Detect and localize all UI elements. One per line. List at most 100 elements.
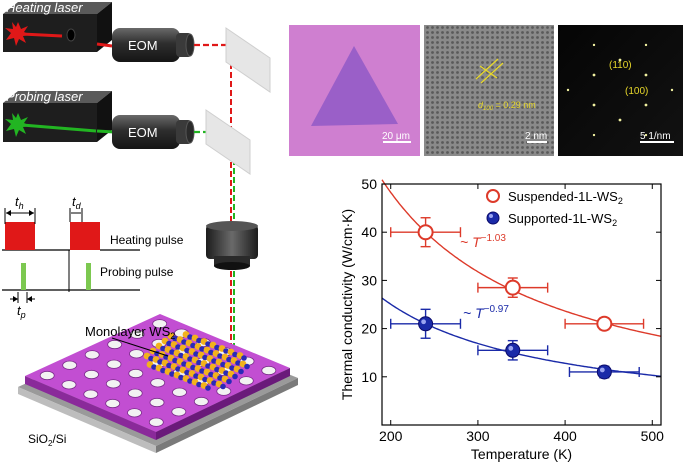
tungsten-atom: [232, 351, 238, 358]
substrate-label: SiO2/Si: [28, 432, 66, 448]
tungsten-atom: [193, 373, 199, 379]
probing-laser: Probing laser: [3, 89, 115, 142]
substrate-hole: [105, 398, 121, 409]
tungsten-atom: [202, 376, 208, 383]
tungsten-atom: [190, 342, 196, 349]
diffraction-spot: [644, 73, 648, 77]
y-tick-label: 20: [361, 321, 377, 337]
substrate-hole: [128, 368, 144, 379]
probing-laser-label: Probing laser: [6, 89, 83, 104]
tungsten-atom: [187, 334, 193, 340]
data-point: [417, 224, 434, 241]
tungsten-atom: [169, 349, 175, 355]
tungsten-atom: [160, 345, 166, 352]
tungsten-atom: [160, 367, 166, 374]
y-tick-label: 50: [361, 176, 377, 192]
hrtem-scale-label: 2 nm: [525, 131, 547, 142]
td-label: td: [72, 194, 82, 211]
heating-pulse-label: Heating pulse: [110, 233, 184, 247]
data-point: [596, 364, 612, 380]
substrate-hole: [127, 408, 142, 418]
tungsten-atom: [241, 355, 247, 361]
tungsten-atom: [196, 359, 202, 366]
legend-marker: [486, 189, 500, 203]
tungsten-atom: [196, 381, 202, 388]
tungsten-atom: [211, 380, 217, 386]
substrate-hole: [193, 396, 209, 407]
y-tick-label: 10: [361, 369, 377, 385]
tungsten-atom: [157, 359, 163, 365]
monolayer-label: Monolayer WS2: [85, 324, 175, 341]
data-point-highlight: [508, 345, 514, 351]
probing-pulse-label: Probing pulse: [100, 265, 174, 279]
tungsten-atom: [187, 378, 193, 384]
data-point: [504, 279, 521, 296]
tungsten-atom: [178, 374, 184, 381]
probing-burst-icon: [5, 113, 31, 137]
data-point: [505, 342, 521, 358]
tungsten-atom: [199, 368, 205, 374]
tungsten-atom: [235, 360, 241, 366]
eom-bottom-label: EOM: [128, 125, 158, 140]
tungsten-atom: [229, 365, 235, 371]
substrate-hole: [129, 329, 145, 339]
substrate-hole: [150, 378, 166, 388]
tungsten-atom: [220, 383, 226, 390]
tungsten-atom: [217, 375, 223, 381]
tungsten-atom: [220, 361, 226, 368]
tungsten-atom: [148, 355, 154, 362]
probing-pulse-2: [86, 263, 91, 290]
tungsten-atom: [181, 361, 187, 367]
tungsten-atom: [232, 373, 238, 380]
saed-pattern: (110) (100) 5 1/nm: [558, 25, 683, 156]
x-tick-label: 300: [466, 428, 490, 444]
mirror-bottom: [205, 109, 251, 175]
substrate-hole: [129, 349, 144, 359]
y-tick-label: 40: [361, 224, 377, 240]
tungsten-atom: [202, 354, 208, 361]
tungsten-atom: [193, 351, 199, 357]
x-tick-label: 500: [641, 428, 665, 444]
tungsten-atom: [238, 368, 244, 375]
tungsten-atom: [205, 385, 211, 391]
data-point-highlight: [599, 367, 605, 373]
diffraction-spot: [644, 133, 648, 137]
diffraction-spot: [670, 88, 674, 92]
tungsten-atom: [175, 366, 181, 372]
tungsten-atom: [226, 356, 232, 363]
mirror-top: [225, 27, 271, 93]
tungsten-atom: [223, 348, 229, 354]
tungsten-atom: [205, 341, 211, 347]
diffraction-spot: [644, 43, 648, 47]
tungsten-atom: [184, 347, 190, 354]
substrate-hole: [127, 388, 143, 398]
tungsten-atom: [151, 364, 157, 370]
tungsten-atom: [172, 357, 178, 364]
diffraction-spot: [592, 43, 596, 47]
heating-pulse-1: [5, 222, 35, 250]
data-point-highlight: [421, 319, 426, 325]
tungsten-atom: [223, 370, 229, 376]
hrtem-d-label: d100 = 0.29 nm: [478, 100, 536, 112]
tungsten-atom: [214, 344, 220, 351]
y-axis-label: Thermal conductivity (W/cm·K): [339, 209, 355, 400]
tp-label: tp: [17, 303, 26, 320]
eom-top-label: EOM: [128, 38, 158, 53]
data-point: [596, 315, 613, 332]
monolayer-ws2: [143, 331, 250, 391]
tungsten-atom: [169, 371, 175, 377]
substrate-hole: [172, 387, 187, 397]
y-tick-label: 30: [361, 272, 377, 288]
tungsten-atom: [196, 337, 202, 344]
eom-top: EOM: [96, 28, 195, 62]
th-label: th: [15, 194, 24, 211]
diffraction-spot: [592, 73, 596, 77]
substrate-hole: [84, 350, 100, 360]
substrate-hole: [107, 339, 123, 350]
heating-burst-icon: [5, 22, 31, 46]
tungsten-atom: [208, 349, 214, 356]
heating-pulse-2: [70, 222, 100, 250]
substrate-hole: [62, 360, 78, 370]
hrtem-image: d100 = 0.29 nm 2 nm: [424, 25, 554, 156]
